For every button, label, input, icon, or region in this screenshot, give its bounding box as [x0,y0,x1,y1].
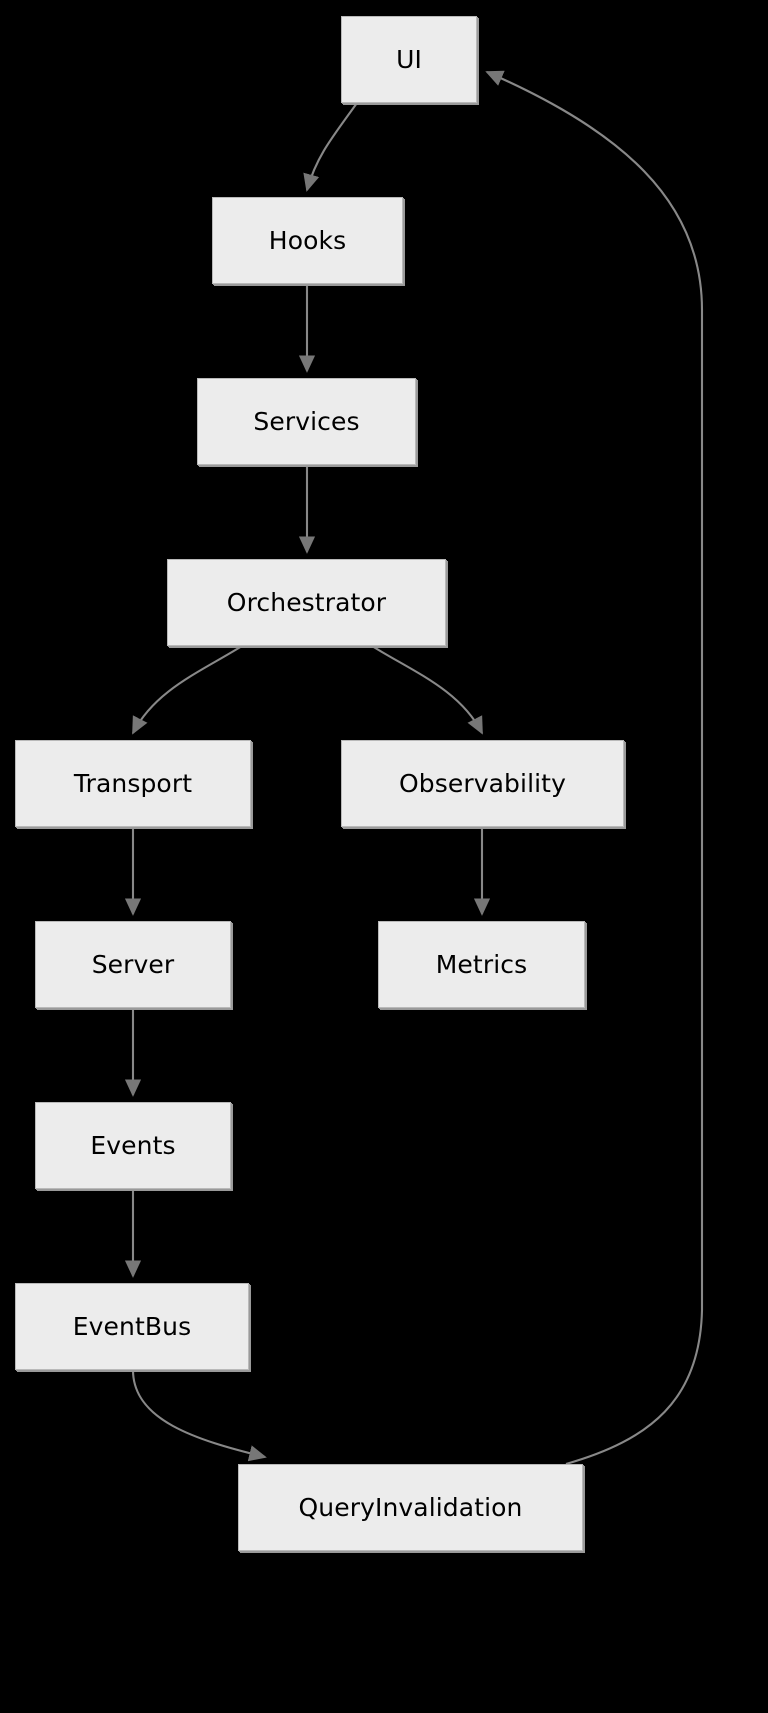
node-label: Transport [73,769,193,798]
node-label: Metrics [435,950,528,979]
node-label: Observability [399,769,566,798]
edge-ui-hooks [303,102,358,192]
node-orchestrator[interactable]: Orchestrator [167,559,446,646]
node-events[interactable]: Events [35,1102,231,1189]
node-hooks[interactable]: Hooks [212,197,403,284]
node-eventbus[interactable]: EventBus [15,1283,249,1370]
node-label: Services [253,407,360,436]
node-ui[interactable]: UI [341,16,477,103]
node-observability[interactable]: Observability [341,740,624,827]
edge-queryinvalidation-ui [485,70,704,1466]
node-label: UI [396,45,422,74]
node-metrics[interactable]: Metrics [378,921,585,1008]
node-label: Orchestrator [226,588,387,617]
node-server[interactable]: Server [35,921,231,1008]
node-transport[interactable]: Transport [15,740,251,827]
node-services[interactable]: Services [197,378,416,465]
node-label: Events [90,1131,176,1160]
node-label: QueryInvalidation [298,1493,523,1522]
edge-orchestrator-observability [371,645,483,735]
node-label: Server [91,950,175,979]
node-label: Hooks [268,226,347,255]
node-label: EventBus [72,1312,192,1341]
edge-eventbus-queryinvalidation [131,1369,267,1462]
edge-orchestrator-transport [132,645,243,735]
node-queryinvalidation[interactable]: QueryInvalidation [238,1464,583,1551]
